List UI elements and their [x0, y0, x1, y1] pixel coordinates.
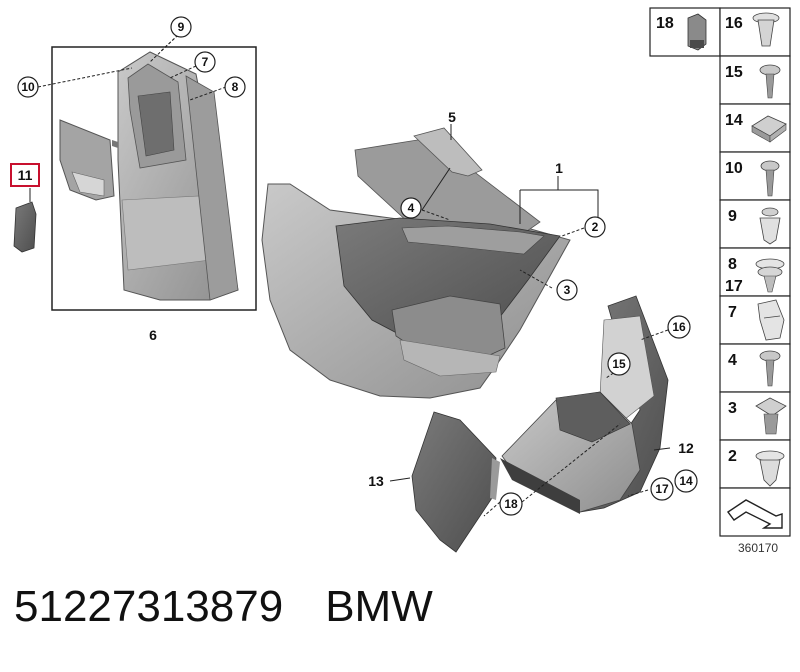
parts-num-10: 10	[725, 160, 743, 177]
callout-14-label: 14	[679, 474, 693, 488]
parts-num-16: 16	[725, 15, 743, 32]
parts-num-8: 8	[728, 256, 737, 273]
parts-num-2: 2	[728, 448, 737, 465]
callout-7-label: 7	[202, 55, 209, 69]
callout-3-label: 3	[564, 283, 571, 297]
callout-2: 2	[584, 216, 606, 238]
callout-8-label: 8	[232, 80, 239, 94]
callout-9: 9	[170, 16, 192, 38]
callout-1-label: 1	[555, 160, 563, 176]
callout-18-label: 18	[504, 497, 518, 511]
brand-name: BMW	[325, 582, 433, 631]
part-18-clip-icon	[687, 13, 707, 51]
parts-num-15: 15	[725, 64, 743, 81]
part-10-screw-icon	[760, 160, 780, 197]
part-4-screw-icon	[759, 350, 781, 387]
callout-10-label: 10	[21, 80, 35, 94]
part-15-screw-icon	[759, 64, 781, 99]
parts-cell-4	[719, 343, 791, 393]
assembly-6-group	[51, 46, 257, 311]
callout-17: 17	[650, 477, 674, 501]
callout-3: 3	[556, 279, 578, 301]
caption: 51227313879 BMW	[14, 582, 433, 632]
callout-6-label: 6	[149, 327, 157, 343]
callout-5-label: 5	[448, 109, 456, 125]
parts-num-9: 9	[728, 208, 737, 225]
callout-7: 7	[194, 51, 216, 73]
reference-number: 360170	[738, 541, 778, 555]
callout-13-label: 13	[368, 473, 384, 489]
callout-10: 10	[17, 76, 39, 98]
arrow-symbol-icon	[726, 499, 783, 529]
callout-15-label: 15	[612, 357, 626, 371]
callout-11-highlighted: 11	[10, 163, 40, 187]
callout-16-label: 16	[672, 320, 686, 334]
callout-8: 8	[224, 76, 246, 98]
callout-9-label: 9	[178, 20, 185, 34]
assembly-12-leaders	[389, 329, 671, 517]
callout-18: 18	[499, 492, 523, 516]
part-5-cover	[413, 127, 483, 177]
parts-num-7: 7	[728, 304, 737, 321]
part-3-nut-icon	[755, 397, 787, 435]
parts-cell-18	[649, 7, 721, 57]
parts-cell-10	[719, 151, 791, 201]
callout-4-label: 4	[408, 201, 415, 215]
assembly-6-leaders	[29, 34, 227, 202]
parts-num-17: 17	[725, 278, 743, 295]
callout-4: 4	[400, 197, 422, 219]
part-number: 51227313879	[14, 582, 284, 631]
callout-2-label: 2	[592, 220, 599, 234]
parts-num-14: 14	[725, 112, 743, 129]
callout-16: 16	[667, 315, 691, 339]
part-13-panel	[411, 411, 497, 553]
part-16-expansion-nut-icon	[752, 12, 780, 47]
callout-17-label: 17	[655, 482, 669, 496]
assembly-6-frame	[51, 46, 257, 311]
part-2-rivet-icon	[755, 450, 785, 487]
parts-cell-3	[719, 391, 791, 441]
part-14-nut-icon	[751, 115, 787, 143]
part-11-clip	[13, 201, 37, 253]
parts-num-18: 18	[656, 15, 674, 32]
callout-11-label: 11	[18, 167, 33, 183]
parts-diagram: 9 7 10 8 11 6 5 1 4 2 3 16 15 12 13 18	[10, 7, 791, 555]
parts-num-3: 3	[728, 400, 737, 417]
assembly-12-group	[500, 295, 669, 514]
assembly-1-leaders	[421, 124, 599, 289]
callout-12-label: 12	[678, 440, 694, 456]
callout-14: 14	[674, 469, 698, 493]
part-7-spring-clip-icon	[757, 299, 785, 341]
parts-num-4: 4	[728, 352, 737, 369]
part-8-17-clip-icon	[755, 258, 785, 293]
assembly-1-group	[261, 127, 571, 399]
callout-15: 15	[607, 352, 631, 376]
part-9-expansion-rivet-icon	[759, 207, 781, 245]
